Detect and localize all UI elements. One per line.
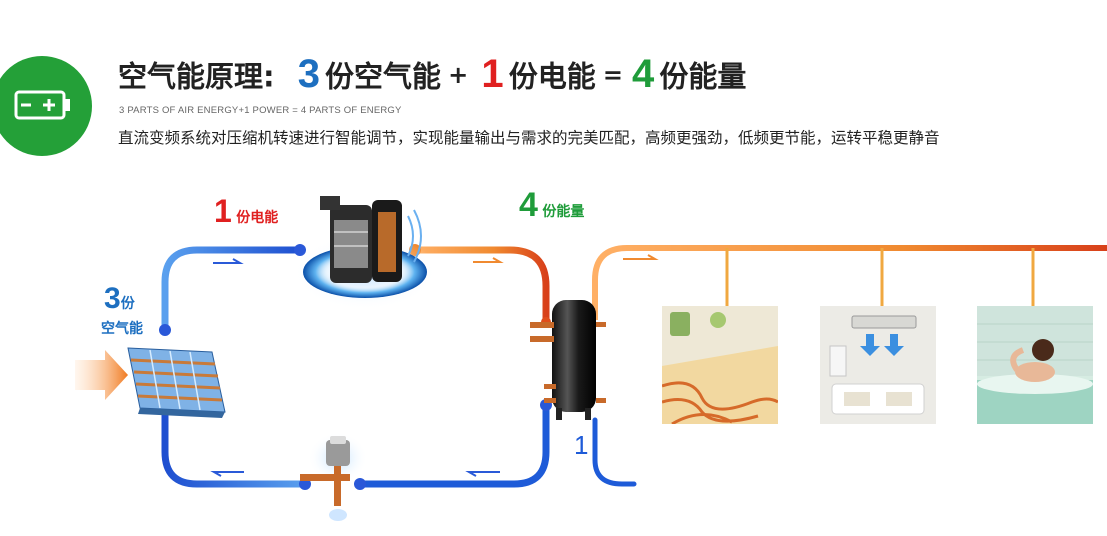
output-label-text: 份能量 [542, 204, 584, 220]
air-label-number: 3 [104, 282, 121, 315]
room-image-air-conditioning [820, 306, 936, 424]
expansion-valve-icon [300, 432, 368, 521]
air-label-unit: 份 [121, 296, 135, 312]
air-label-text: 空气能 [101, 318, 143, 338]
power-label-number: 1 [214, 193, 232, 229]
room-image-floor-heating [662, 306, 778, 424]
pipe-discharge-hot [415, 250, 546, 322]
evaporator-coil-icon [128, 348, 225, 418]
compressor-icon [293, 196, 437, 310]
room-image-bathing [977, 306, 1093, 424]
air-label: 3份 [104, 282, 135, 316]
pipe-right-return [360, 405, 546, 484]
power-label-text: 份电能 [236, 210, 278, 226]
output-label-number: 4 [519, 186, 538, 224]
air-inflow-arrow [75, 350, 128, 400]
tank-marker: 1 [574, 430, 588, 461]
output-label: 4 份能量 [519, 186, 584, 225]
power-label: 1 份电能 [214, 193, 278, 230]
pipe-water-return [595, 420, 634, 484]
